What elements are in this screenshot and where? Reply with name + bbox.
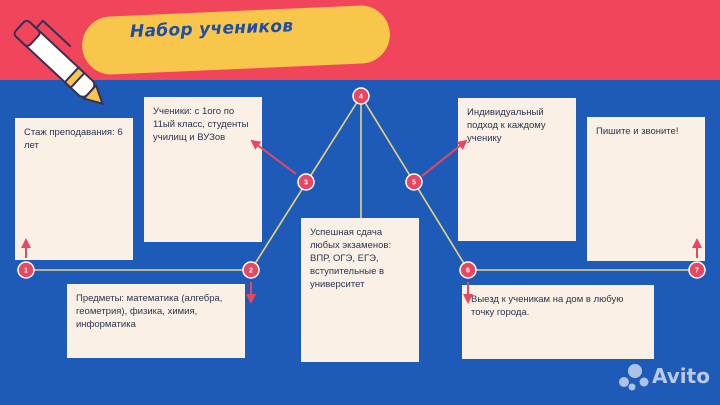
timeline-node-label: 4 xyxy=(359,94,363,101)
card-contact: Пишите и звоните! xyxy=(587,117,705,261)
card-subjects: Предметы: математика (алгебра, геометрия… xyxy=(67,284,245,358)
timeline-node xyxy=(352,87,370,105)
card-home-visit: Выезд к ученикам на дом в любую точку го… xyxy=(462,285,654,359)
timeline-node xyxy=(459,261,477,279)
timeline-node xyxy=(242,261,260,279)
card-students: Ученики: с 1ого по 11ый класс, студенты … xyxy=(144,97,262,242)
timeline-node-label: 3 xyxy=(304,180,308,187)
card-exams: Успешная сдача любых экзаменов: ВПР, ОГЭ… xyxy=(301,218,419,362)
arrow-up-right xyxy=(421,139,468,177)
timeline-node-label: 1 xyxy=(24,268,28,275)
timeline-node-label: 7 xyxy=(695,268,699,275)
timeline-node xyxy=(17,261,35,279)
card-approach: Индивидуальный подход к каждому ученику xyxy=(458,98,576,241)
timeline-node xyxy=(688,261,706,279)
arrow-up-left xyxy=(250,139,297,175)
timeline-node-label: 5 xyxy=(412,180,416,187)
timeline-node-label: 2 xyxy=(249,268,253,275)
timeline-node-label: 6 xyxy=(466,268,470,275)
timeline-node xyxy=(405,173,423,191)
card-experience: Стаж преподавания: 6 лет xyxy=(15,118,133,260)
watermark: Avito xyxy=(652,364,710,388)
timeline-node xyxy=(297,173,315,191)
